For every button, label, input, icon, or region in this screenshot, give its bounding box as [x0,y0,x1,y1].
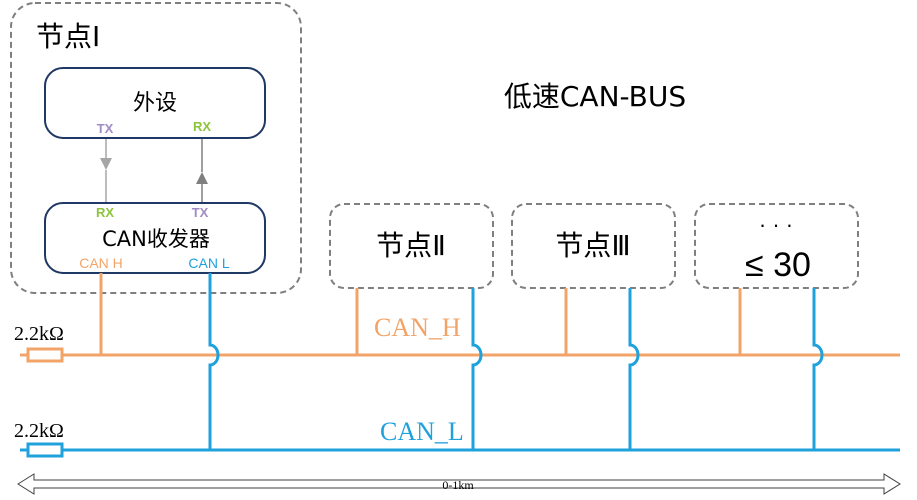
length-label: 0-1km [442,478,474,492]
tx-down-arrow [100,139,112,202]
transceiver-rx-label: RX [96,205,114,220]
can-l-bus-label: CAN_L [380,417,464,446]
resistor-can-h [26,347,64,363]
peripheral-label: 外设 [133,91,177,116]
rx-up-arrow [196,139,208,202]
node1-container [10,2,302,294]
node3-can-l-drop [628,288,640,450]
node2-can-l-drop [471,288,483,450]
can-h-bus-label: CAN_H [374,313,461,342]
diagram-title: 低速CAN-BUS [504,80,686,113]
transceiver-can-h-label: CAN H [79,255,123,271]
resistor-can-l [26,442,64,458]
node3-label: 节点Ⅲ [555,229,630,262]
node-n-box [694,203,859,289]
transceiver-box [44,202,266,274]
transceiver-tx-label: TX [192,205,209,220]
node2-box [329,203,494,289]
transceiver-can-l-label: CAN L [188,255,229,271]
node1-can-l-drop [208,273,220,450]
resistor-can-l-label: 2.2kΩ [14,420,64,442]
node3-box [511,203,676,289]
node-n-limit: ≤ 30 [745,246,811,284]
peripheral-rx-label: RX [193,119,211,134]
resistor-can-h-label: 2.2kΩ [14,323,64,345]
node2-label: 节点Ⅱ [376,229,446,262]
node-n-ellipsis: · · · [759,212,793,237]
peripheral-tx-label: TX [97,121,114,136]
length-dimension-arrow [17,473,901,495]
peripheral-box [44,67,266,139]
node1-label: 节点Ⅰ [36,20,100,53]
node-n-can-l-drop [812,288,824,450]
transceiver-label: CAN收发器 [102,227,210,251]
